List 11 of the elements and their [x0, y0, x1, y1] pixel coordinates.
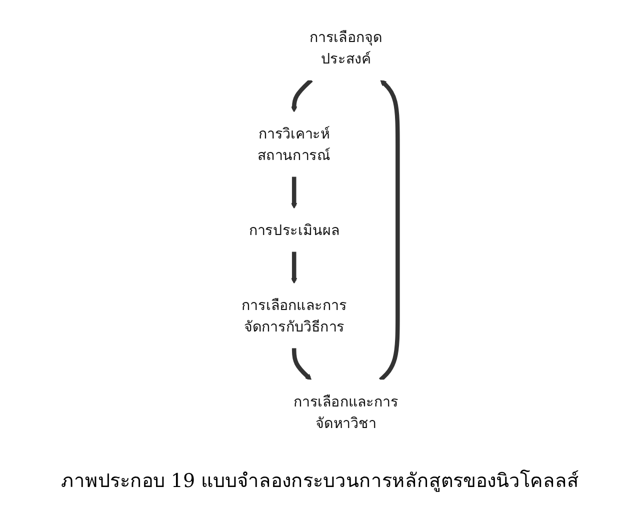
node-text: การเลือกจุดประสงค์: [309, 28, 382, 68]
node-text: การเลือกและการจัดการกับวิธีการ: [242, 296, 347, 335]
node-text: การประเมินผล: [248, 221, 340, 239]
arrow: [290, 78, 313, 112]
arrow: [290, 251, 298, 284]
arrow: [378, 80, 400, 382]
arrow: [292, 348, 312, 380]
arrow: [290, 176, 298, 209]
node-text: การวิเคาะห์สถานการณ์: [258, 125, 331, 164]
node-text: การเลือกและการจัดหาวิชา: [293, 392, 398, 432]
figure-caption: ภาพประกอบ 19 แบบจำลองกระบวนการหลักสูตรของนิวโคลลส์: [60, 468, 580, 494]
